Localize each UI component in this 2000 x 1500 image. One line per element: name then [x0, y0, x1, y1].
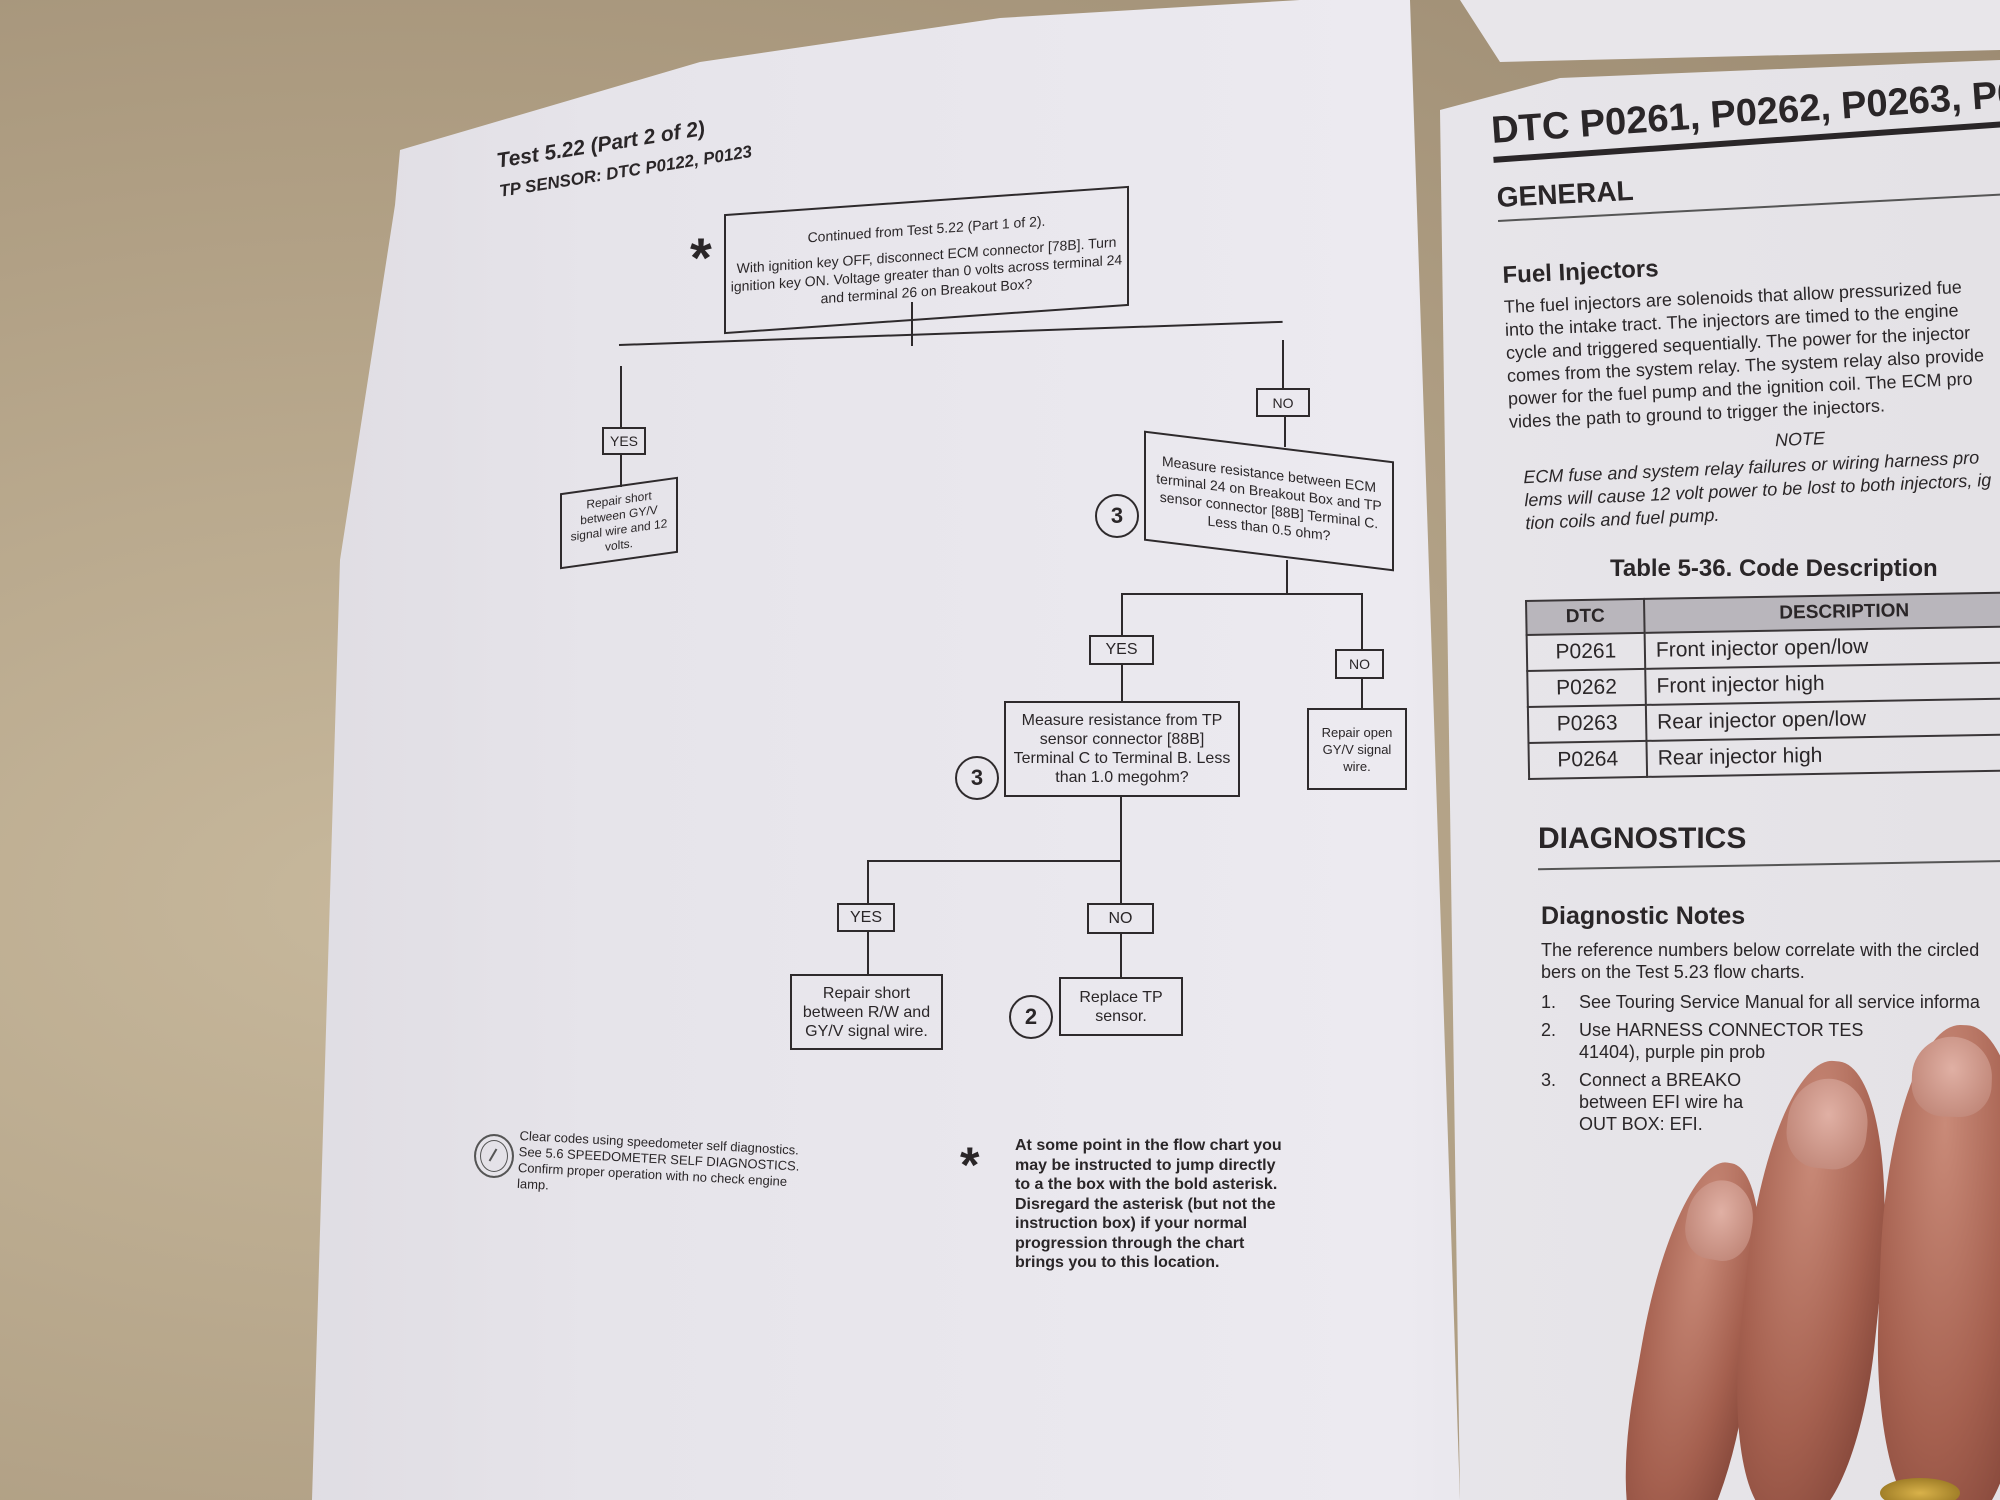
- list-text: Use HARNESS CONNECTOR TES: [1579, 1020, 1864, 1040]
- list-number: 1.: [1541, 992, 1557, 1012]
- dtc-cell: P0262: [1527, 668, 1646, 707]
- yes-label: YES: [1089, 635, 1154, 665]
- asterisk-note: At some point in the flow chart you may …: [1015, 1137, 1282, 1271]
- list-text: Connect a BREAKO: [1579, 1070, 1742, 1090]
- list-number: 3.: [1541, 1070, 1557, 1090]
- repair-short-rw-box: Repair short between R/W and GY/V signal…: [790, 974, 943, 1050]
- general-section: GENERAL: [1496, 155, 2000, 222]
- no-label: NO: [1087, 903, 1154, 934]
- list-text: See Touring Service Manual for all servi…: [1579, 992, 1980, 1012]
- diagnostic-notes: Diagnostic Notes The reference numbers b…: [1541, 902, 1980, 1141]
- text-line: bers on the Test 5.23 flow charts.: [1541, 962, 1805, 982]
- no-label: NO: [1256, 388, 1310, 417]
- fuel-injectors-paragraph: The fuel injectors are solenoids that al…: [1503, 275, 1988, 434]
- dtc-cell: P0264: [1528, 740, 1648, 779]
- ring: [1880, 1478, 1960, 1500]
- text-line: The reference numbers below correlate wi…: [1541, 940, 1980, 960]
- notes-intro: The reference numbers below correlate wi…: [1541, 939, 1980, 983]
- fuel-injectors-section: Fuel Injectors The fuel injectors are so…: [1502, 241, 1993, 536]
- asterisk-icon: *: [960, 1137, 980, 1193]
- reference-2-circle: 2: [1009, 995, 1053, 1039]
- asterisk-icon: *: [690, 226, 712, 289]
- diagnostics-section: DIAGNOSTICS: [1538, 822, 2000, 871]
- speedometer-icon: [474, 1134, 514, 1178]
- no-label: NO: [1335, 649, 1384, 679]
- note-text: ECM fuse and system relay failures or wi…: [1523, 446, 1993, 535]
- list-item: 1. See Touring Service Manual for all ser…: [1541, 991, 1980, 1013]
- diagnostic-notes-heading: Diagnostic Notes: [1541, 902, 1746, 930]
- diagnostics-heading: DIAGNOSTICS: [1538, 822, 1747, 855]
- list-text: OUT BOX: EFI.: [1579, 1114, 1703, 1134]
- background-page: [1460, 0, 2000, 62]
- replace-tp-box: Replace TP sensor.: [1059, 977, 1183, 1036]
- notes-list: 1. See Touring Service Manual for all ser…: [1541, 991, 1980, 1135]
- description-cell: Front injector high: [1645, 661, 2000, 705]
- description-cell: Front injector open/low: [1644, 625, 2000, 669]
- dtc-cell: P0261: [1526, 632, 1646, 671]
- table-title: Table 5-36. Code Description: [1610, 555, 1938, 582]
- measure-tp-box: Measure resistance from TP sensor connec…: [1004, 701, 1240, 797]
- dtc-cell: P0263: [1527, 704, 1647, 743]
- repair-open-box: Repair open GY/V signal wire.: [1307, 708, 1407, 790]
- table-header-dtc: DTC: [1526, 598, 1645, 635]
- reference-3-circle: 3: [1095, 494, 1139, 538]
- general-heading: GENERAL: [1496, 174, 1635, 213]
- list-text: between EFI wire ha: [1579, 1092, 1744, 1112]
- description-cell: Rear injector open/low: [1645, 697, 2000, 741]
- yes-label: YES: [837, 903, 895, 932]
- description-cell: Rear injector high: [1646, 733, 2000, 777]
- yes-label: YES: [602, 427, 646, 455]
- list-text: 41404), purple pin prob: [1579, 1042, 1766, 1062]
- right-page-header: DTC P0261, P0262, P0263, P0: [1490, 71, 2000, 163]
- reference-3-circle: 3: [955, 756, 999, 800]
- start-box-line2: With ignition key OFF, disconnect ECM co…: [730, 233, 1123, 307]
- list-number: 2.: [1541, 1020, 1557, 1040]
